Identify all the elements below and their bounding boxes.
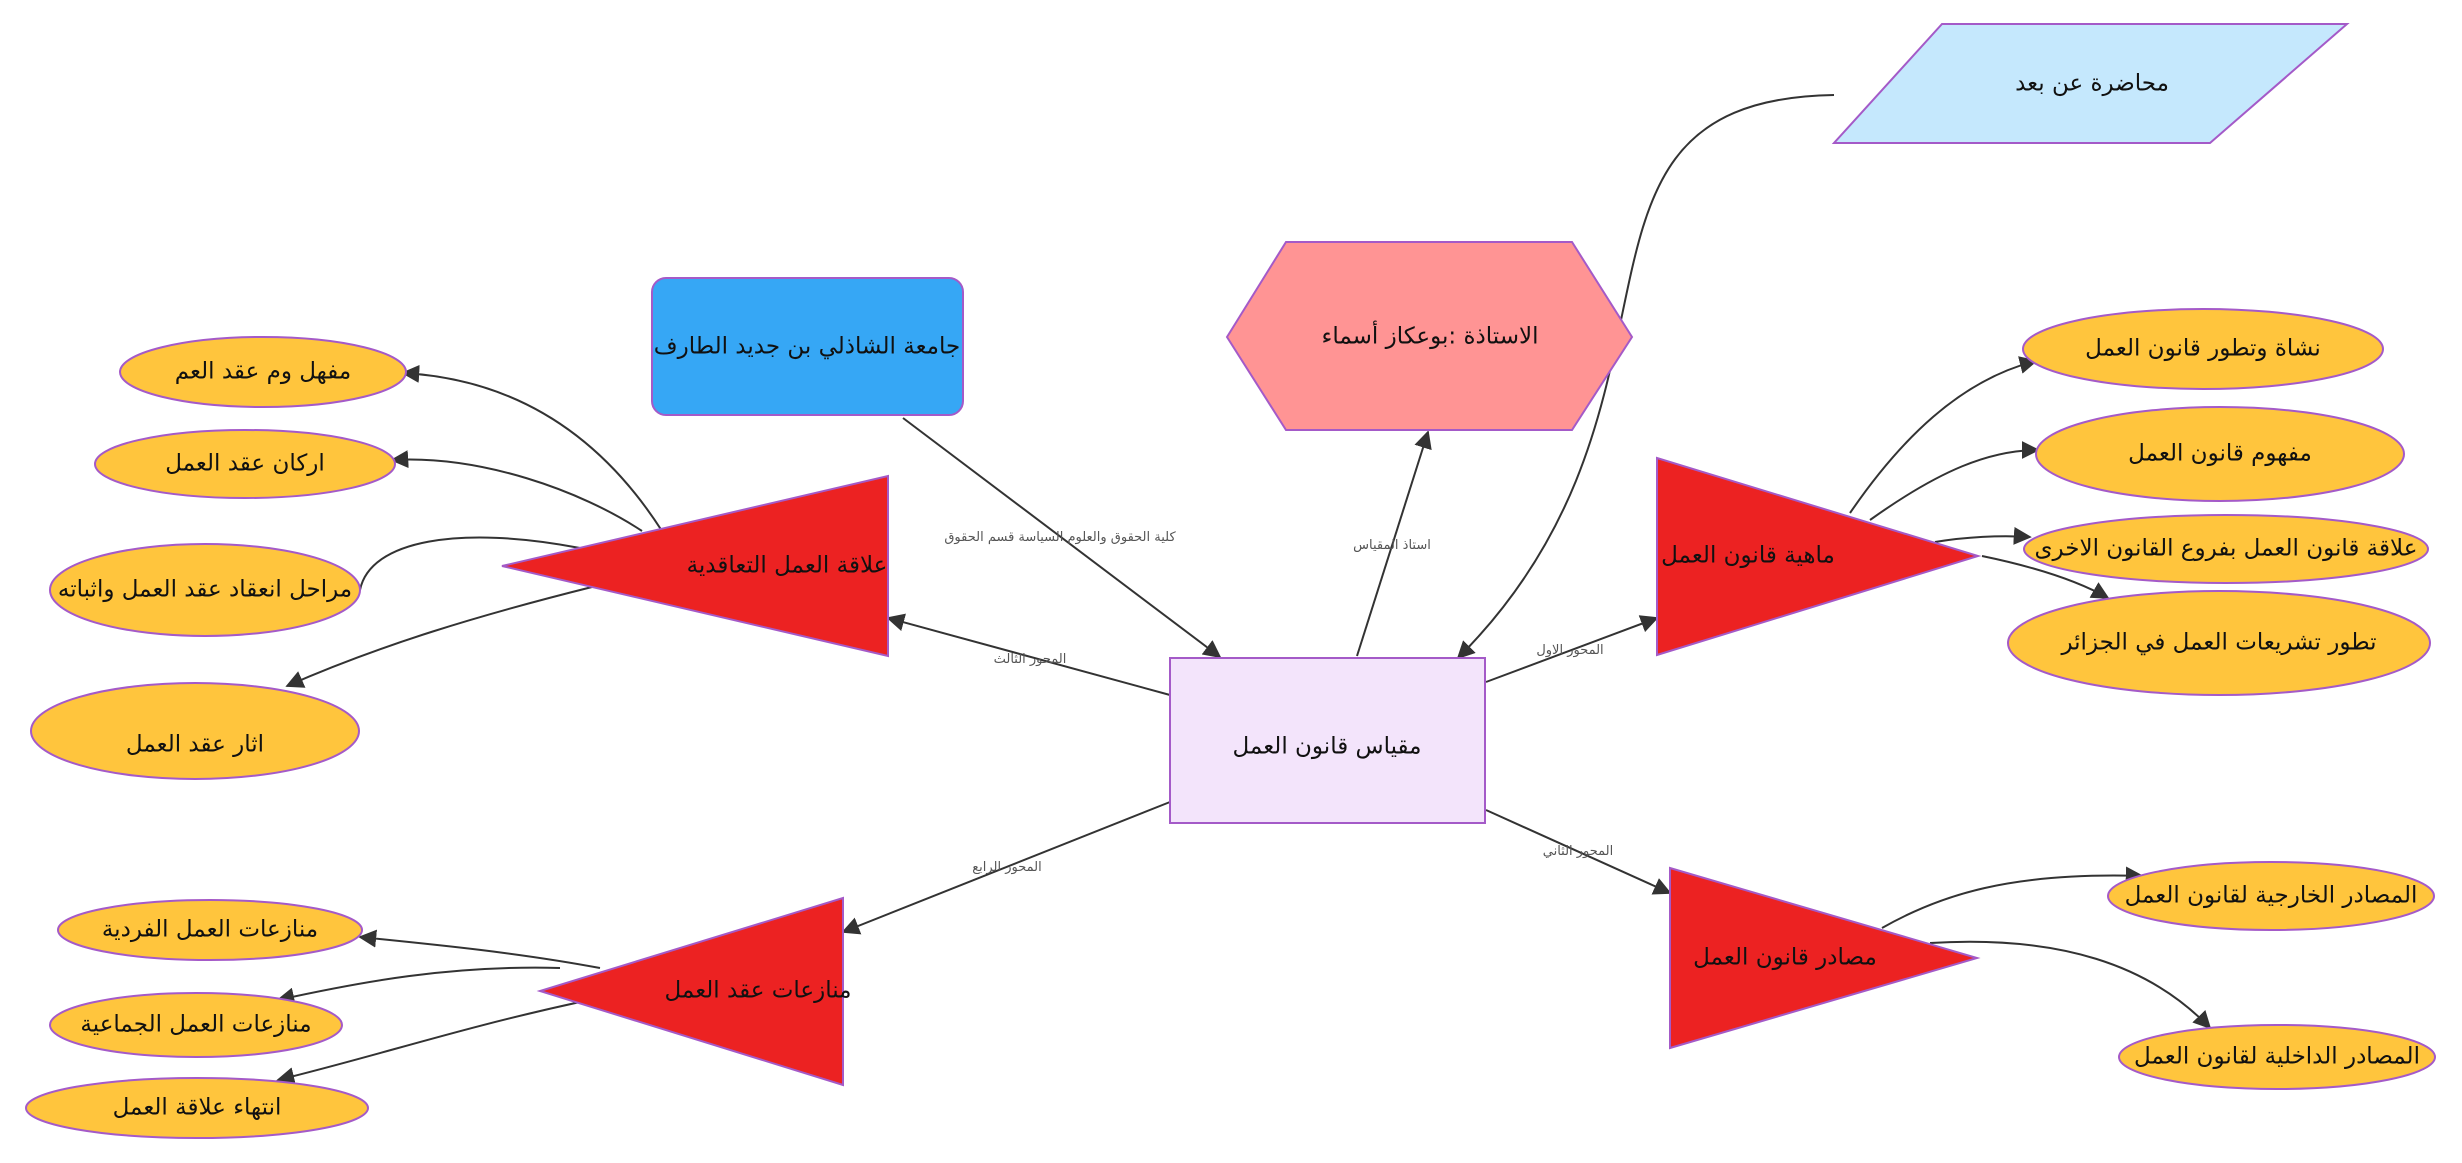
a4-1-ellipse [57,899,363,961]
edge-axis4-a4-1 [358,929,601,969]
a4-2-label: منازعات العمل الجماعية [80,1012,311,1038]
node-a4-2[interactable]: منازعات العمل الجماعية [49,992,343,1058]
node-a2-2[interactable]: المصادر الداخلية لقانون العمل [2118,1024,2436,1090]
node-a1-3[interactable]: علاقة قانون العمل بفروع القانون الاخرى [2023,514,2429,584]
a1-1-ellipse [2022,308,2384,390]
node-axis3[interactable]: علاقة العمل التعاقدية [501,474,889,658]
a3-4-ellipse [30,682,360,780]
a2-2-ellipse [2118,1024,2436,1090]
axis2-label: مصادر قانون العمل [1693,945,1877,971]
a1-2-ellipse [2035,406,2405,502]
node-axis4[interactable]: منازعات عقد العمل [536,896,852,1087]
node-a3-4[interactable]: اثار عقد العمل [30,682,360,780]
edge-remote-center [1456,94,1835,660]
a1-2-label: مفهوم قانون العمل [2128,441,2312,467]
a1-1-label: نشاة وتطور قانون العمل [2085,336,2321,362]
remote-label: محاضرة عن بعد [2015,71,2169,97]
edge-center-axis1 [1485,615,1659,683]
edge-university-center [902,417,1222,659]
a4-3-label: انتهاء علاقة العمل [113,1095,282,1121]
a2-1-label: المصادر الخارجية لقانون العمل [2125,883,2418,909]
a2-2-label: المصادر الداخلية لقانون العمل [2134,1044,2420,1070]
edge-axis2-a2-1 [1881,866,2144,929]
edge-axis1-a1-4 [1981,555,2110,599]
node-university[interactable]: جامعة الشاذلي بن جديد الطارف [651,277,964,416]
node-a1-4[interactable]: تطور تشريعات العمل في الجزائر [2007,590,2431,696]
node-a4-3[interactable]: انتهاء علاقة العمل [25,1077,369,1139]
node-a2-1[interactable]: المصادر الخارجية لقانون العمل [2107,861,2435,931]
university-label: جامعة الشاذلي بن جديد الطارف [654,334,960,360]
node-a1-1[interactable]: نشاة وتطور قانون العمل [2022,308,2384,390]
edges [163,94,2212,1085]
edge-axis4-a4-3 [276,1001,581,1085]
edge-label-university-center: كلية الحقوق والعلوم السياسة قسم الحقوق [944,530,1176,545]
axis1-triangle [1656,456,1982,657]
node-axis2[interactable]: مصادر قانون العمل [1669,866,1981,1050]
edge-axis3-a3-4 [285,586,593,688]
node-a3-3[interactable]: مراحل انعقاد عقد العمل واثباته [49,543,361,637]
edge-axis3-a3-2 [390,450,643,532]
edge-label-center-axis3: المحور الثالث [994,652,1067,667]
a2-1-ellipse [2107,861,2435,931]
edge-center-axis3 [886,613,1171,696]
professor-hexagon [1225,241,1634,431]
a3-3-ellipse [49,543,361,637]
edge-axis1-a1-1 [1849,356,2038,514]
edge-axis1-a1-2 [1869,441,2040,521]
axis4-label: منازعات عقد العمل [664,978,851,1004]
a3-1-ellipse [119,336,407,408]
node-remote-lecture[interactable]: محاضرة عن بعد [1831,23,2350,144]
node-professor[interactable]: الاستاذة :بوعكاز أسماء [1225,241,1634,431]
professor-label: الاستاذة :بوعكاز أسماء [1322,321,1539,350]
edge-axis1-a1-3 [1934,526,2032,545]
edge-axis2-a2-2 [1929,940,2212,1030]
remote-parallelogram [1831,23,2350,144]
axis3-triangle [501,474,889,658]
node-a4-1[interactable]: منازعات العمل الفردية [57,899,363,961]
axis3-label: علاقة العمل التعاقدية [687,553,888,579]
node-axis1[interactable]: ماهية قانون العمل [1656,456,1982,657]
axis2-triangle [1669,866,1981,1050]
a3-1-label: مفهل وم عقد العم [175,359,352,385]
a1-4-label: تطور تشريعات العمل في الجزائر [2060,630,2376,656]
edge-label-center-axis2: المحور الثاني [1543,844,1614,859]
center-label: مقياس قانون العمل [1233,734,1422,760]
node-center[interactable]: مقياس قانون العمل [1169,657,1486,824]
node-a1-2[interactable]: مفهوم قانون العمل [2035,406,2405,502]
node-a3-1[interactable]: مفهل وم عقد العم [119,336,407,408]
axis4-triangle [536,896,844,1087]
a1-3-ellipse [2023,514,2429,584]
node-a3-2[interactable]: اركان عقد العمل [94,429,396,499]
edge-label-center-axis4: المحور الرابع [972,860,1042,875]
edge-center-axis4 [841,801,1171,935]
edge-axis4-a4-2 [276,966,561,1006]
edge-label-center-axis1: المحور الاول [1536,643,1603,658]
a4-3-ellipse [25,1077,369,1139]
edge-axis3-a3-1 [401,364,663,532]
edge-label-center-professor: استاذ المقياس [1353,538,1431,553]
a4-1-label: منازعات العمل الفردية [102,917,318,943]
a1-4-ellipse [2007,590,2431,696]
axis1-label: ماهية قانون العمل [1661,543,1835,569]
a3-2-ellipse [94,429,396,499]
edge-labels: كلية الحقوق والعلوم السياسة قسم الحقوق ا… [944,530,1613,875]
edge-center-professor [1356,430,1432,657]
center-box [1169,657,1486,824]
a4-2-ellipse [49,992,343,1058]
a1-3-label: علاقة قانون العمل بفروع القانون الاخرى [2035,536,2418,562]
a3-2-label: اركان عقد العمل [165,451,325,477]
a3-4-label: اثار عقد العمل [126,732,264,758]
edge-center-axis2 [1485,809,1672,895]
university-box [651,277,964,416]
a3-3-label: مراحل انعقاد عقد العمل واثباته [58,577,352,603]
